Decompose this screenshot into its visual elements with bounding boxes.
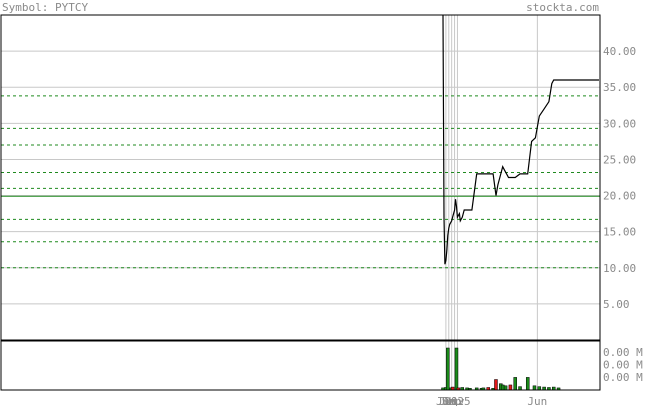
x-tick-label: 2025	[444, 395, 471, 406]
volume-tick-label: 0.00 M	[603, 371, 643, 384]
y-tick-label: 35.00	[603, 81, 636, 94]
volume-panel-border	[0, 340, 601, 391]
volume-bar	[494, 379, 498, 391]
y-tick-label: 30.00	[603, 117, 636, 130]
symbol-label: Symbol: PYTCY	[2, 1, 88, 14]
y-tick-label: 25.00	[603, 153, 636, 166]
y-tick-label: 5.00	[603, 298, 630, 311]
volume-tick-label: 0.00 M	[603, 359, 643, 372]
volume-tick-label: 0.00 M	[603, 346, 643, 359]
volume-bars	[441, 347, 561, 391]
y-tick-label: 40.00	[603, 45, 636, 58]
volume-bar	[454, 347, 459, 391]
volume-bar	[508, 384, 513, 391]
x-tick-label: Sep	[442, 395, 462, 406]
y-tick-label: 15.00	[603, 226, 636, 239]
volume-bar	[503, 385, 508, 391]
volume-bar	[532, 385, 537, 391]
y-tick-label: 20.00	[603, 190, 636, 203]
volume-bar	[500, 384, 505, 391]
x-tick-label: Nov	[445, 395, 465, 406]
price-series	[442, 14, 599, 265]
price-line	[442, 14, 599, 265]
price-panel-border	[0, 14, 601, 341]
volume-bar	[518, 386, 522, 391]
volume-bar	[525, 377, 530, 391]
volume-bar	[513, 377, 517, 391]
x-tick-label: Jul	[439, 395, 459, 406]
site-label: stockta.com	[526, 1, 599, 14]
axis-labels: 5.00 10.00 15.00 20.00 25.00 30.00 35.00 40.00J…	[436, 45, 643, 408]
x-tick-label: Jun	[436, 395, 456, 406]
y-tick-label: 10.00	[603, 262, 636, 275]
volume-bar	[537, 386, 542, 391]
x-tick-label: Jun	[527, 395, 547, 406]
volume-bar	[446, 347, 450, 391]
price-levels	[1, 95, 600, 269]
